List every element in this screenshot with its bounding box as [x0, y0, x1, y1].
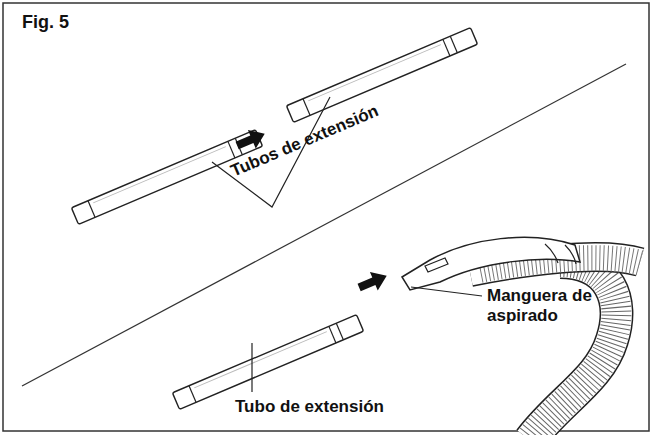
- extension-tube: [286, 28, 477, 123]
- part-label: Tubo de extensión: [235, 397, 384, 417]
- suction-hose: [402, 237, 640, 435]
- leader-line: [251, 343, 252, 392]
- frame: [3, 3, 649, 431]
- figure-title: Fig. 5: [22, 12, 69, 33]
- leader-line: [411, 287, 482, 296]
- part-label: Manguera de aspirado: [487, 286, 607, 325]
- insert-arrow: [355, 267, 390, 297]
- extension-tube: [172, 315, 363, 410]
